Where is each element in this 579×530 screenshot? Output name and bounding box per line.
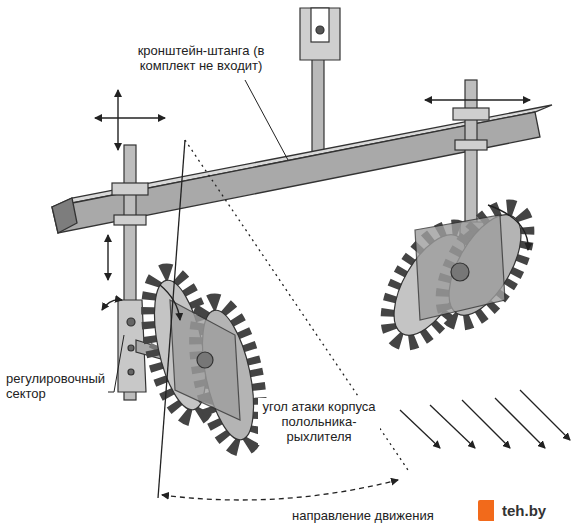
adjust-arrows — [95, 90, 530, 320]
part-label: регулировочный сектор — [4, 370, 108, 402]
left-rotor — [142, 270, 267, 451]
right-rotor — [375, 197, 540, 352]
angle-lines — [158, 140, 408, 500]
watermark: teh.by — [478, 500, 554, 521]
angle-label: угол атаки корпуса полольника-рыхлителя — [258, 398, 380, 445]
part-label: кронштейн-штанга (в комплект не входит) — [110, 42, 292, 74]
direction-label: направление движения — [290, 507, 436, 524]
leader-lines — [100, 80, 288, 392]
direction-arrows — [400, 390, 570, 448]
